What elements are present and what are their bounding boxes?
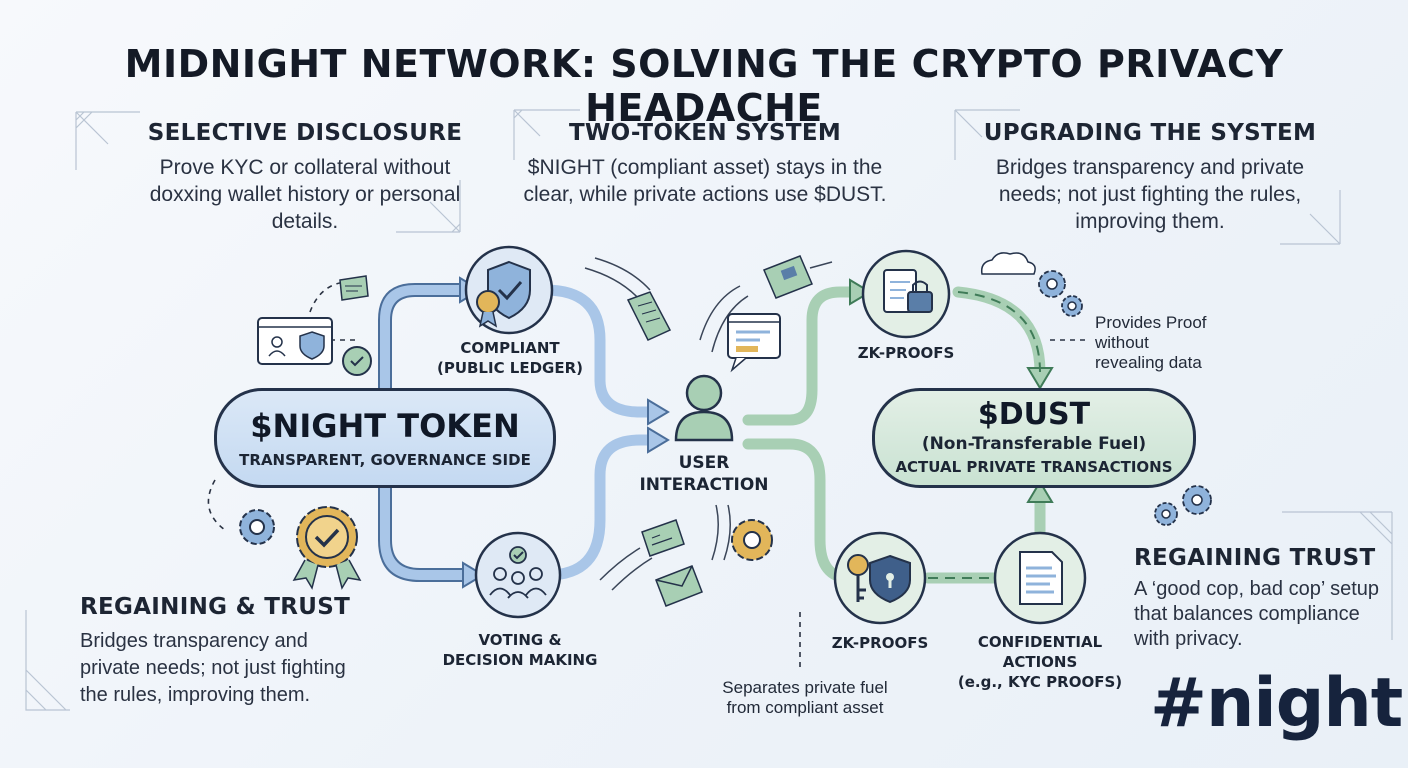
zk-bottom-node: [833, 531, 927, 625]
chat-window-icon: [727, 313, 781, 373]
regaining-trust-left-section: REGAINING & TRUST Bridges transparency a…: [80, 594, 380, 709]
blue-flow-outlines: [378, 283, 465, 582]
night-token-title: $NIGHT TOKEN: [250, 407, 520, 445]
separates-fuel-note: Separates private fuel from compliant as…: [722, 678, 888, 717]
leader-lines: [207, 281, 1088, 672]
upgrading-section: UPGRADING THE SYSTEM Bridges transparenc…: [960, 120, 1340, 235]
zk-proofs-bottom-label: ZK-PROOFS: [831, 634, 929, 652]
selective-disclosure-section: SELECTIVE DISCLOSURE Prove KYC or collat…: [90, 120, 520, 235]
night-token-subtitle: TRANSPARENT, GOVERNANCE SIDE: [239, 451, 531, 469]
two-token-body: $NIGHT (compliant asset) stays in the cl…: [523, 156, 887, 206]
two-token-section: TWO-TOKEN SYSTEM $NIGHT (compliant asset…: [515, 120, 895, 208]
id-card-icon: [641, 519, 685, 557]
regaining-left-heading: REGAINING & TRUST: [80, 594, 351, 620]
voting-label: VOTING & DECISION MAKING: [442, 631, 598, 669]
upgrading-heading: UPGRADING THE SYSTEM: [983, 120, 1317, 146]
motion-streaks: [584, 257, 833, 591]
dust-title: $DUST: [977, 397, 1091, 432]
zk-proofs-top-label: ZK-PROOFS: [857, 344, 955, 362]
two-token-heading: TWO-TOKEN SYSTEM: [568, 120, 842, 146]
corner-decorations: [25, 109, 1393, 711]
compliant-label: COMPLIANT (PUBLIC LEDGER): [436, 339, 584, 377]
page-title: MIDNIGHT NETWORK: SOLVING THE CRYPTO PRI…: [124, 42, 1284, 130]
user-interaction-label: USER INTERACTION: [639, 453, 769, 495]
regaining-right-heading: REGAINING TRUST: [1134, 545, 1376, 571]
cloud-icon: [980, 252, 1036, 275]
gears-top-icon: [1038, 270, 1083, 317]
regaining-trust-right-section: REGAINING TRUST A ‘good cop, bad cop’ se…: [1134, 545, 1384, 652]
regaining-right-body: A ‘good cop, bad cop’ setup that balance…: [1134, 578, 1379, 650]
selective-disclosure-heading: SELECTIVE DISCLOSURE: [147, 120, 463, 146]
card-icon: [339, 275, 369, 301]
document-icon: [626, 291, 672, 341]
provides-proof-note: Provides Proof without revealing data: [1095, 313, 1207, 372]
envelope-icon: [655, 565, 703, 607]
dust-token-pill: $DUST (Non-Transferable Fuel) ACTUAL PRI…: [872, 388, 1196, 488]
zk-top-node: [861, 249, 951, 339]
green-dashes: [928, 291, 1041, 579]
dust-subtitle-private: ACTUAL PRIVATE TRANSACTIONS: [895, 458, 1173, 476]
night-token-pill: $NIGHT TOKEN TRANSPARENT, GOVERNANCE SID…: [214, 388, 556, 488]
green-arrowheads: [849, 278, 1054, 503]
award-badge-icon: [292, 506, 362, 590]
confidential-node: [993, 531, 1087, 625]
selective-disclosure-body: Prove KYC or collateral without doxxing …: [149, 156, 461, 233]
regaining-left-body: Bridges transparency and private needs; …: [80, 630, 346, 706]
confidential-actions-label: CONFIDENTIAL ACTIONS (e.g., KYC PROOFS): [957, 633, 1123, 691]
voting-node: [474, 531, 562, 619]
gear-icon: [239, 509, 275, 545]
dust-subtitle-fuel: (Non-Transferable Fuel): [921, 434, 1147, 454]
ticket-icon: [763, 255, 813, 299]
compliant-node: [464, 245, 554, 335]
night-hashtag-logo: #night: [1150, 664, 1403, 743]
blue-flow-connectors: [379, 284, 656, 581]
upgrading-body: Bridges transparency and private needs; …: [995, 156, 1305, 233]
user-node: [674, 374, 734, 442]
gears-right-icon: [1154, 485, 1212, 526]
check-badge-icon: [342, 346, 372, 376]
browser-shield-icon: [257, 317, 333, 365]
gear-gold-icon: [731, 519, 773, 561]
